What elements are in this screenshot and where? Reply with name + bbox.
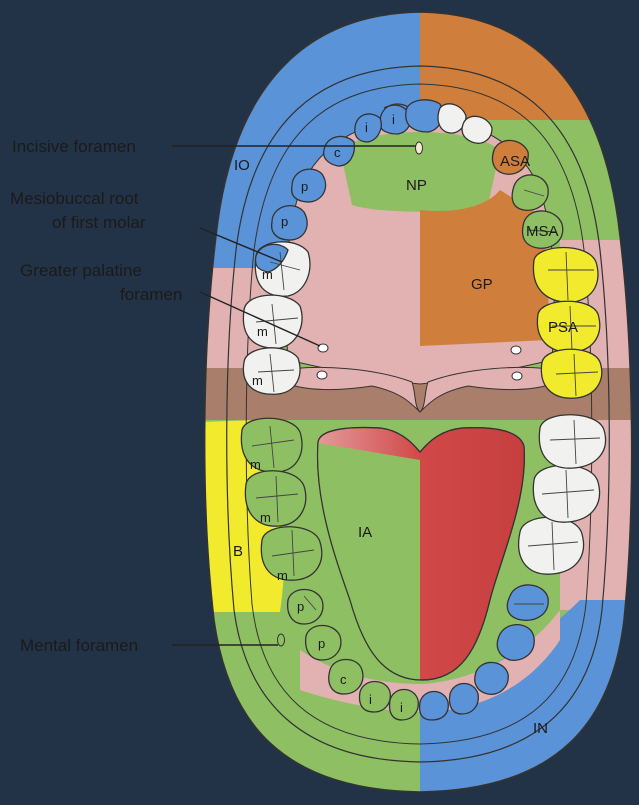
- gp-region: [420, 190, 549, 346]
- tooth-label: i: [365, 120, 368, 135]
- upper-molar-2: [243, 295, 302, 348]
- upper-right-molar-3: [541, 349, 601, 398]
- upper-right-molar-1: [533, 248, 598, 303]
- greater-palatine-label-line2: foramen: [120, 285, 182, 304]
- region-label-asa: ASA: [500, 153, 530, 170]
- asa-region: [420, 0, 639, 120]
- tooth-label: i: [392, 112, 395, 127]
- mesiobuccal-label-line1: Mesiobuccal root: [10, 189, 139, 208]
- upper-right-premolar-1: [512, 175, 548, 210]
- region-label-psa: PSA: [548, 319, 578, 336]
- lower-incisor-2: [390, 690, 419, 721]
- tooth-label: p: [297, 599, 304, 614]
- tooth-label: c: [340, 672, 347, 687]
- tooth-label: m: [250, 457, 261, 472]
- region-label-ia: IA: [358, 524, 372, 541]
- tooth-label: c: [334, 145, 341, 160]
- incisive-foramen-label: Incisive foramen: [12, 137, 136, 156]
- lesser-palatine-foramen-left: [317, 371, 327, 379]
- tooth-label: m: [252, 373, 263, 388]
- upper-premolar-1: [292, 169, 326, 202]
- incisive-foramen-marker: [416, 142, 423, 154]
- lower-right-molar-1: [539, 415, 605, 468]
- tooth-label: i: [369, 692, 372, 707]
- lower-incisor-1: [360, 682, 391, 713]
- mental-foramen-marker: [278, 634, 285, 646]
- region-label-np: NP: [406, 177, 427, 194]
- region-label-gp: GP: [471, 276, 493, 293]
- upper-premolar-2: [272, 206, 308, 240]
- region-label-msa: MSA: [526, 223, 559, 240]
- greater-palatine-label-line1: Greater palatine: [20, 261, 142, 280]
- tooth-label: m: [262, 267, 273, 282]
- tooth-label: m: [277, 568, 288, 583]
- tooth-label: p: [281, 214, 288, 229]
- mesiobuccal-label-line2: of first molar: [52, 213, 146, 232]
- tooth-label: p: [318, 636, 325, 651]
- tooth-label: p: [301, 179, 308, 194]
- region-label-io: IO: [234, 157, 250, 174]
- region-label-b: B: [233, 543, 243, 560]
- tooth-label: i: [400, 700, 403, 715]
- tooth-label: m: [257, 324, 268, 339]
- lesser-palatine-foramen-right: [512, 372, 522, 380]
- lower-molar-2: [245, 471, 305, 526]
- tooth-label: m: [260, 510, 271, 525]
- region-label-in: IN: [533, 720, 548, 737]
- mental-foramen-label: Mental foramen: [20, 636, 138, 655]
- greater-palatine-foramen-right: [511, 346, 521, 354]
- lower-premolar-1: [288, 590, 323, 625]
- callout-labels: Incisive foramen Mesiobuccal root of fir…: [10, 137, 182, 655]
